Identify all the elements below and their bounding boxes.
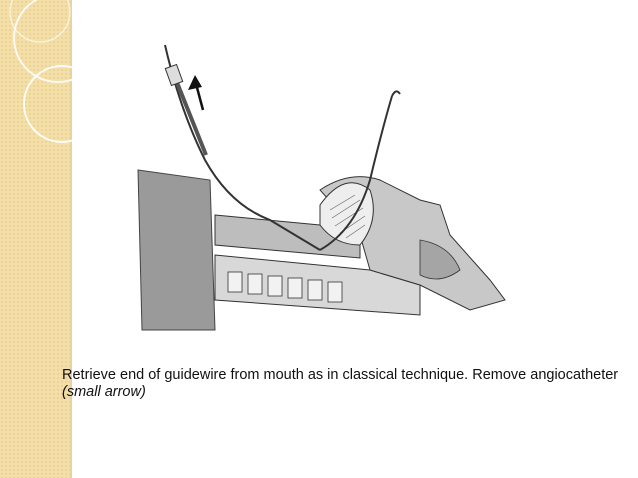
up-arrow-icon xyxy=(188,75,205,111)
vertebrae xyxy=(227,271,343,303)
tongue xyxy=(319,182,374,246)
band-divider xyxy=(70,0,72,478)
slide-caption: Retrieve end of guidewire from mouth as … xyxy=(62,367,622,401)
anatomy-illustration xyxy=(137,44,506,331)
guidewire xyxy=(164,44,321,251)
neck-tissue xyxy=(137,169,216,331)
wire-hook xyxy=(391,90,401,97)
decorative-rings xyxy=(9,0,80,143)
decorative-side-band xyxy=(0,0,70,478)
caption-main-text: Retrieve end of guidewire from mouth as … xyxy=(62,367,619,383)
catheter-hub xyxy=(164,63,184,87)
caption-note-text: (small arrow) xyxy=(62,384,146,400)
nasal-cavity xyxy=(419,239,461,280)
guidewire-oral-end xyxy=(319,95,393,251)
